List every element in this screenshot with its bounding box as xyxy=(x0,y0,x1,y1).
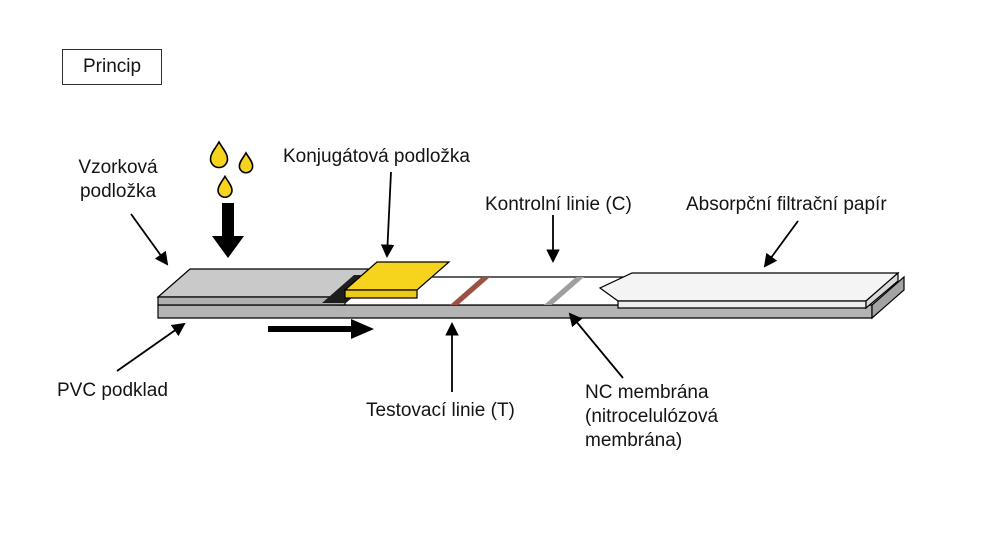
sample-pad-pointer-arrow xyxy=(130,213,169,266)
sample-pad-label: Vzorková podložka xyxy=(78,157,158,202)
conjugate-pad-front-face xyxy=(344,289,418,299)
apply-sample-arrow-icon xyxy=(212,203,244,258)
absorbent-paper-pointer-arrow xyxy=(763,220,799,268)
conjugate-pad xyxy=(343,261,451,299)
nc-membrane-pointer-arrow xyxy=(568,312,624,379)
sample-pad-front-face xyxy=(157,296,346,306)
control-line-band xyxy=(544,277,584,305)
diagram-title: Princip xyxy=(62,49,163,85)
test-line-label: Testovací linie (T) xyxy=(366,400,515,421)
absorbent-pad-front-face xyxy=(617,300,867,309)
pointer-arrows xyxy=(116,171,799,392)
control-line-label: Kontrolní linie (C) xyxy=(485,194,632,215)
droplets-icon xyxy=(211,142,253,197)
absorbent-pad xyxy=(598,271,900,310)
test-line-band xyxy=(450,277,490,305)
absorbent-pad-right-face xyxy=(865,271,899,310)
flow-direction-arrow-icon xyxy=(268,319,374,339)
absorbent-paper-label: Absorpční filtrační papír xyxy=(686,194,887,215)
nc-membrane-label: NC membrána (nitrocelulózová membrána) xyxy=(585,382,719,451)
absorbent-pad-top-face xyxy=(598,272,900,302)
conjugate-pad-label: Konjugátová podložka xyxy=(283,146,470,167)
conjugate-pad-pointer-arrow xyxy=(380,171,395,259)
droplet-icon xyxy=(211,142,228,168)
droplet-icon xyxy=(218,176,232,197)
pvc-backing-pointer-arrow xyxy=(116,322,186,372)
pvc-backing-label: PVC podklad xyxy=(57,380,168,401)
droplet-icon xyxy=(239,153,252,173)
pvc-backing-right-face xyxy=(871,275,905,320)
sample-pad xyxy=(156,268,379,306)
